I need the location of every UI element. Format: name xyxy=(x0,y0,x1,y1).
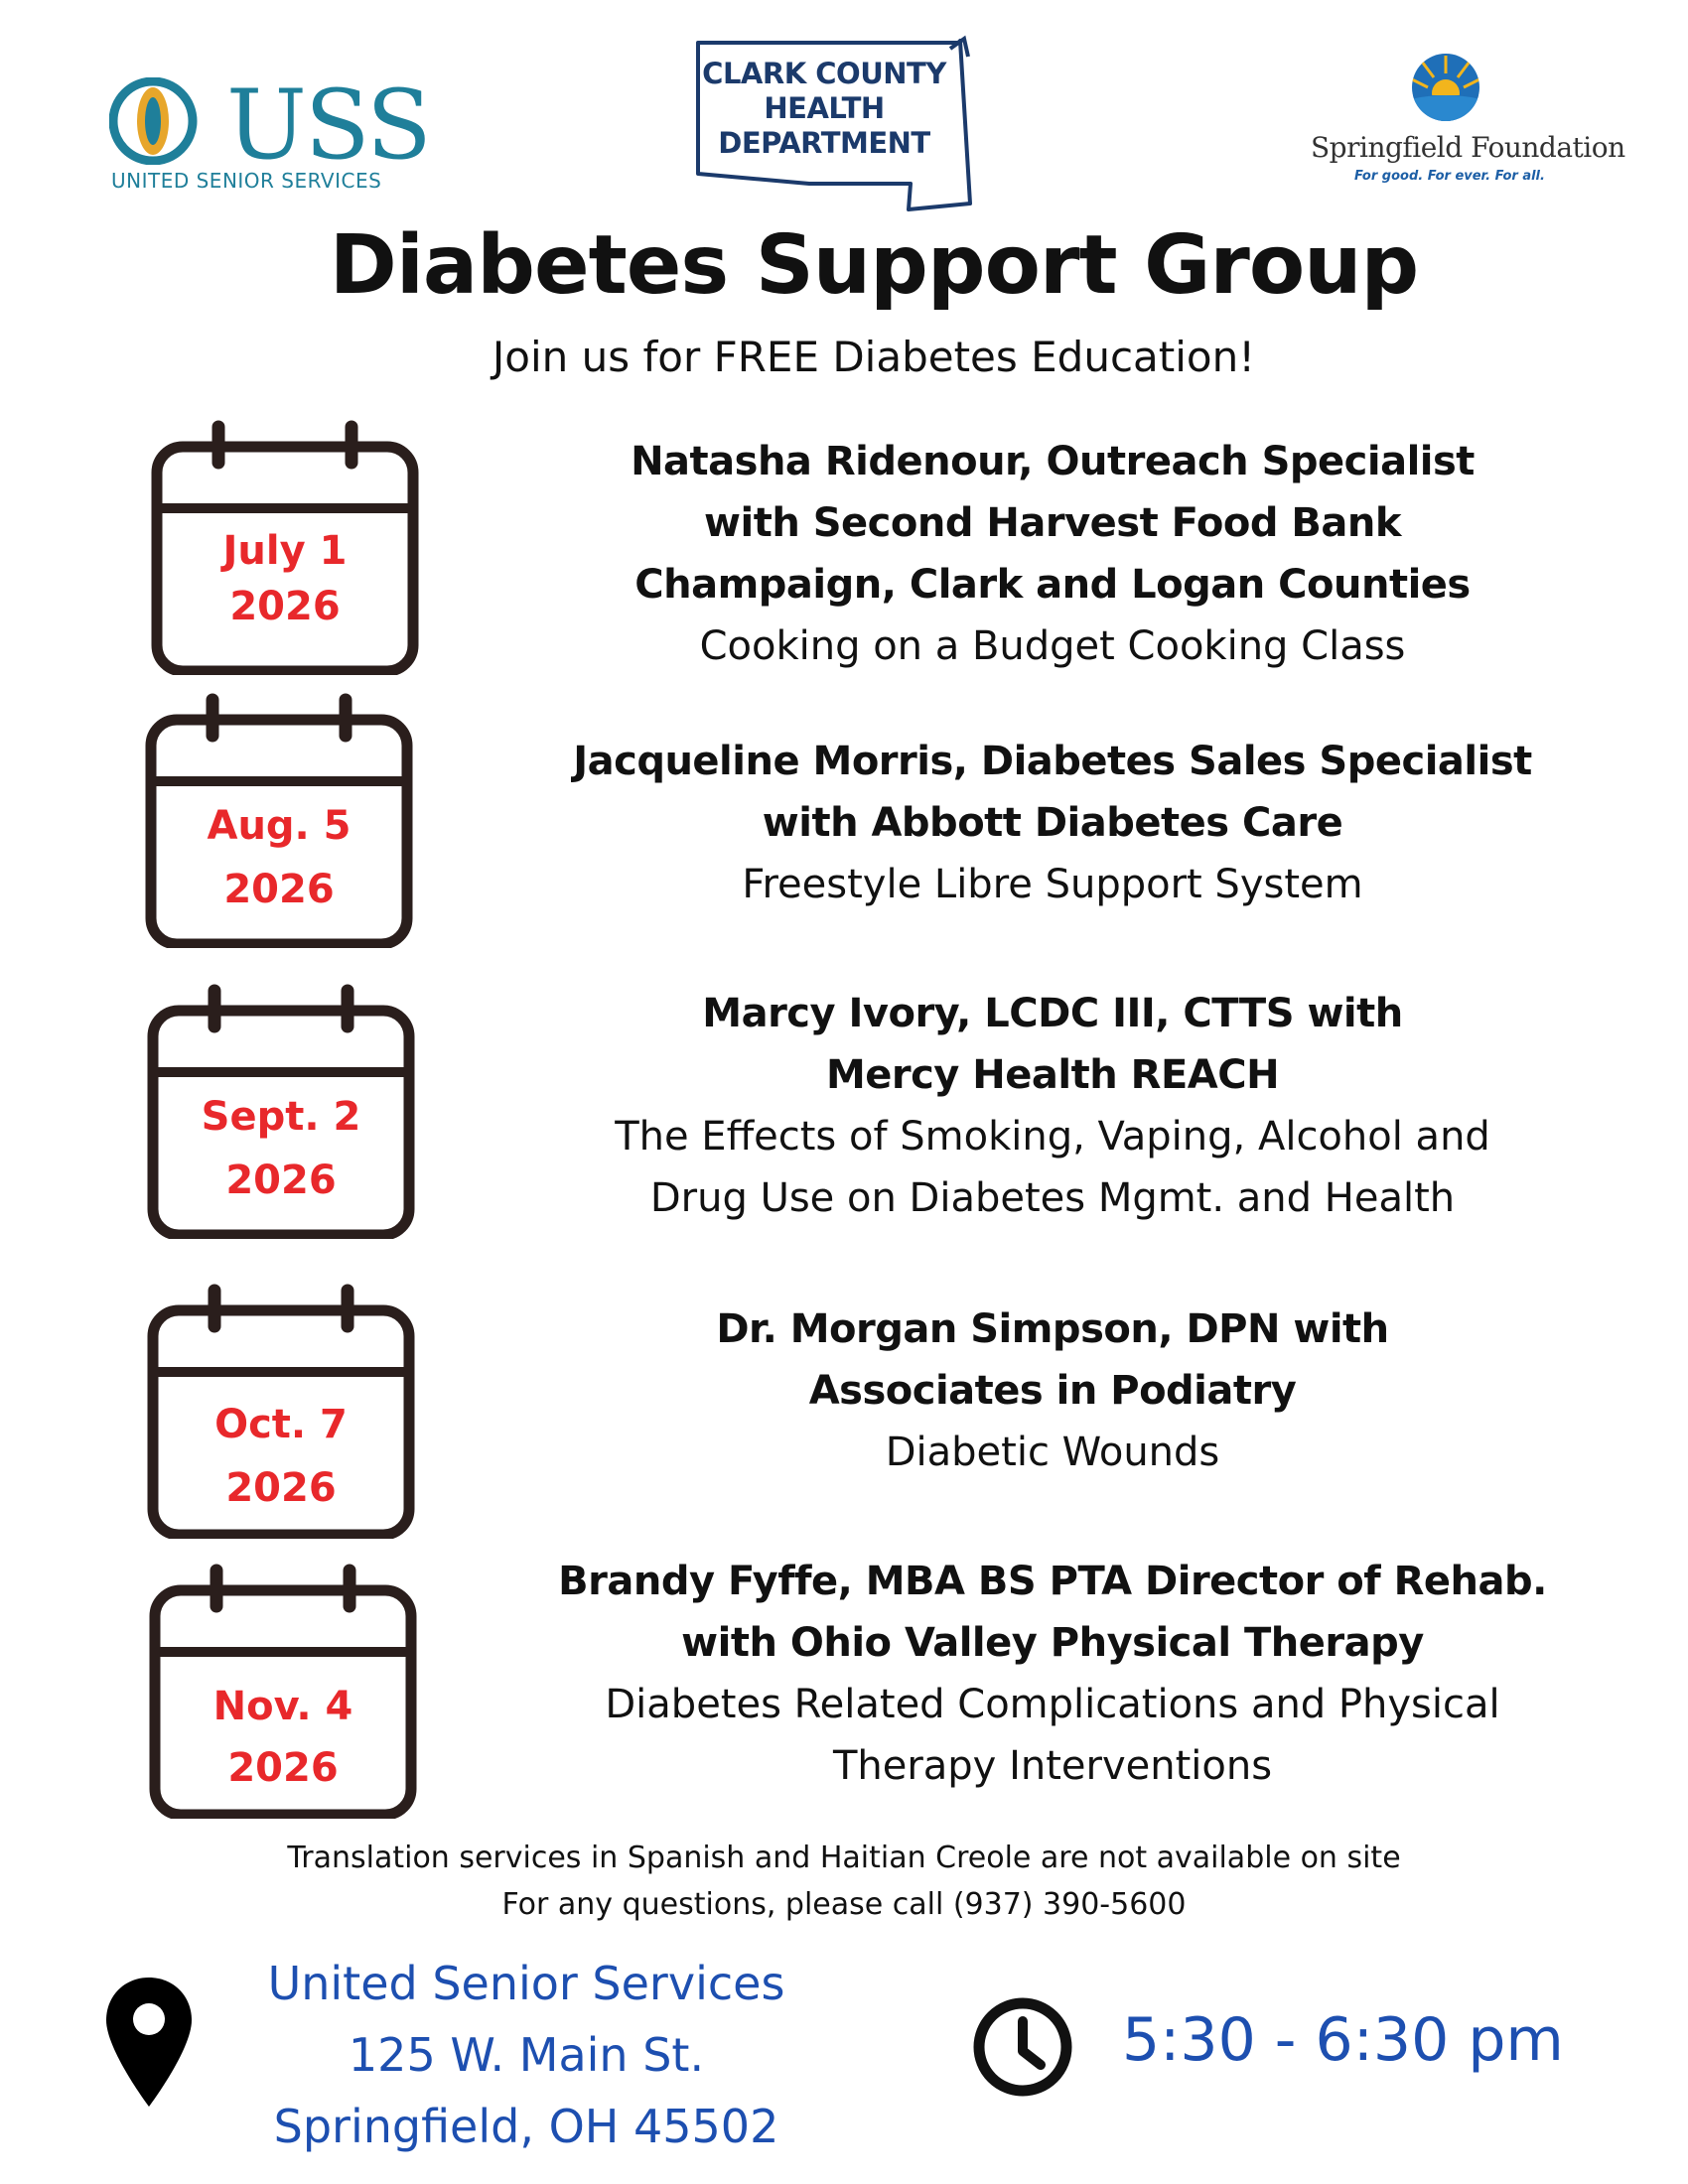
clock-icon xyxy=(973,1997,1072,2097)
speaker-line: with Ohio Valley Physical Therapy xyxy=(681,1620,1424,1666)
speaker-line: with Second Harvest Food Bank xyxy=(704,500,1401,546)
event-time: 5:30 - 6:30 pm xyxy=(1122,2005,1564,2075)
page-title: Diabetes Support Group xyxy=(329,218,1420,313)
uss-wordmark: USS xyxy=(226,69,432,181)
topic-line: The Effects of Smoking, Vaping, Alcohol … xyxy=(615,1114,1490,1160)
cchd-line1: CLARK COUNTY xyxy=(702,57,946,90)
topic-line: Diabetic Wounds xyxy=(885,1430,1220,1475)
address-line: Springfield, OH 45502 xyxy=(273,2100,779,2153)
topic-line: Therapy Interventions xyxy=(832,1743,1273,1789)
speaker-line: Marcy Ivory, LCDC III, CTTS with xyxy=(702,991,1403,1036)
speaker-line: Brandy Fyffe, MBA BS PTA Director of Reh… xyxy=(558,1559,1547,1604)
springfield-foundation-tagline: For good. For ever. For all. xyxy=(1354,169,1545,184)
address-line: 125 W. Main St. xyxy=(348,2028,705,2082)
topic-line: Cooking on a Budget Cooking Class xyxy=(699,623,1406,669)
speaker-line: Jacqueline Morris, Diabetes Sales Specia… xyxy=(573,739,1532,784)
uss-mark-icon xyxy=(109,77,198,165)
questions-note: For any questions, please call (937) 390… xyxy=(501,1887,1187,1922)
footer-notes: Translation services in Spanish and Hait… xyxy=(0,1835,1688,1928)
uss-logo: USS UNITED SENIOR SERVICES xyxy=(109,69,432,197)
calendar-frame-icon xyxy=(145,693,413,948)
event-date: Nov. 4 xyxy=(212,1684,353,1729)
calendar-frame-icon xyxy=(147,984,415,1239)
speaker-line: with Abbott Diabetes Care xyxy=(762,800,1343,846)
calendar-icon: Oct. 7 2026 xyxy=(147,1281,415,1549)
topic-line: Diabetes Related Complications and Physi… xyxy=(605,1682,1500,1727)
speaker-line: Dr. Morgan Simpson, DPN with xyxy=(716,1306,1389,1352)
uss-subtitle: UNITED SENIOR SERVICES xyxy=(111,169,382,193)
event-date: Sept. 2 xyxy=(201,1094,361,1140)
speaker-line: Champaign, Clark and Logan Counties xyxy=(634,562,1471,608)
event-details: Dr. Morgan Simpson, DPN with Associates … xyxy=(526,1298,1579,1483)
topic-line: Freestyle Libre Support System xyxy=(742,862,1363,907)
address: United Senior Services 125 W. Main St. S… xyxy=(238,1948,814,2162)
springfield-foundation-name: Springfield Foundation xyxy=(1311,131,1625,164)
event-year: 2026 xyxy=(225,1465,337,1511)
event-details: Jacqueline Morris, Diabetes Sales Specia… xyxy=(526,731,1579,915)
county-outline-icon xyxy=(696,35,972,211)
sun-icon xyxy=(1412,54,1479,121)
speaker-line: Natasha Ridenour, Outreach Specialist xyxy=(631,439,1475,484)
calendar-icon: Sept. 2 2026 xyxy=(147,981,415,1249)
event-date: Oct. 7 xyxy=(214,1402,348,1447)
translation-note: Translation services in Spanish and Hait… xyxy=(287,1841,1401,1875)
cchd-logo: CLARK COUNTY HEALTH DEPARTMENT xyxy=(690,35,978,218)
calendar-icon: Nov. 4 2026 xyxy=(149,1561,417,1829)
event-year: 2026 xyxy=(229,584,341,629)
cchd-line3: DEPARTMENT xyxy=(718,126,930,160)
calendar-icon: Aug. 5 2026 xyxy=(145,690,413,958)
event-year: 2026 xyxy=(227,1745,339,1791)
event-details: Marcy Ivory, LCDC III, CTTS with Mercy H… xyxy=(526,983,1579,1229)
cchd-name: CLARK COUNTY HEALTH DEPARTMENT xyxy=(690,57,958,161)
event-date: Aug. 5 xyxy=(207,803,352,849)
calendar-frame-icon xyxy=(147,1284,415,1539)
calendar-icon: July 1 2026 xyxy=(151,417,419,685)
speaker-line: Associates in Podiatry xyxy=(808,1368,1297,1414)
speaker-line: Mercy Health REACH xyxy=(825,1052,1280,1098)
springfield-foundation-logo: Springfield Foundation For good. For eve… xyxy=(1311,52,1625,201)
calendar-frame-icon xyxy=(149,1564,417,1819)
event-year: 2026 xyxy=(225,1158,337,1203)
topic-line: Drug Use on Diabetes Mgmt. and Health xyxy=(649,1175,1456,1221)
page-subtitle: Join us for FREE Diabetes Education! xyxy=(492,333,1256,381)
event-details: Brandy Fyffe, MBA BS PTA Director of Reh… xyxy=(526,1551,1579,1797)
event-date: July 1 xyxy=(222,528,348,574)
cchd-line2: HEALTH xyxy=(764,91,885,125)
event-details: Natasha Ridenour, Outreach Specialist wi… xyxy=(526,431,1579,677)
location-pin-icon xyxy=(106,1978,192,2107)
event-year: 2026 xyxy=(223,867,335,912)
calendar-frame-icon xyxy=(151,420,419,675)
address-line: United Senior Services xyxy=(267,1957,785,2010)
